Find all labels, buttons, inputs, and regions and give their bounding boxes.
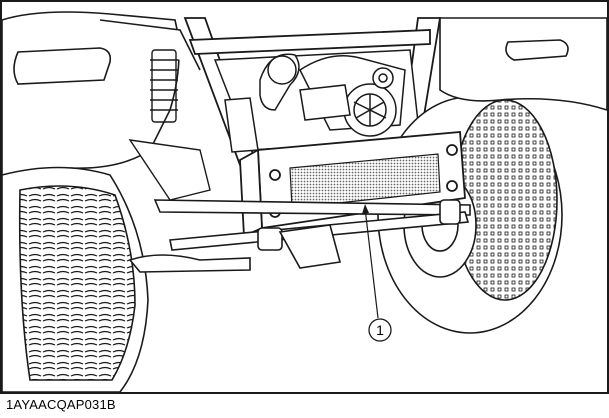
- figure-id-label: 1AYAACQAP031B: [6, 397, 116, 412]
- callout-circle: [368, 318, 392, 342]
- left-front-tire: [1, 166, 149, 393]
- engine-assembly: [213, 49, 421, 153]
- left-fender: [1, 11, 201, 176]
- right-fender: [439, 17, 608, 112]
- left-suspension: [128, 49, 211, 201]
- callout-number: 1: [376, 322, 384, 338]
- front-axle: [128, 199, 471, 273]
- oil-cooler-screen: [289, 153, 441, 209]
- callout-leader-line: [364, 207, 379, 319]
- callout-arrowhead: [362, 204, 369, 214]
